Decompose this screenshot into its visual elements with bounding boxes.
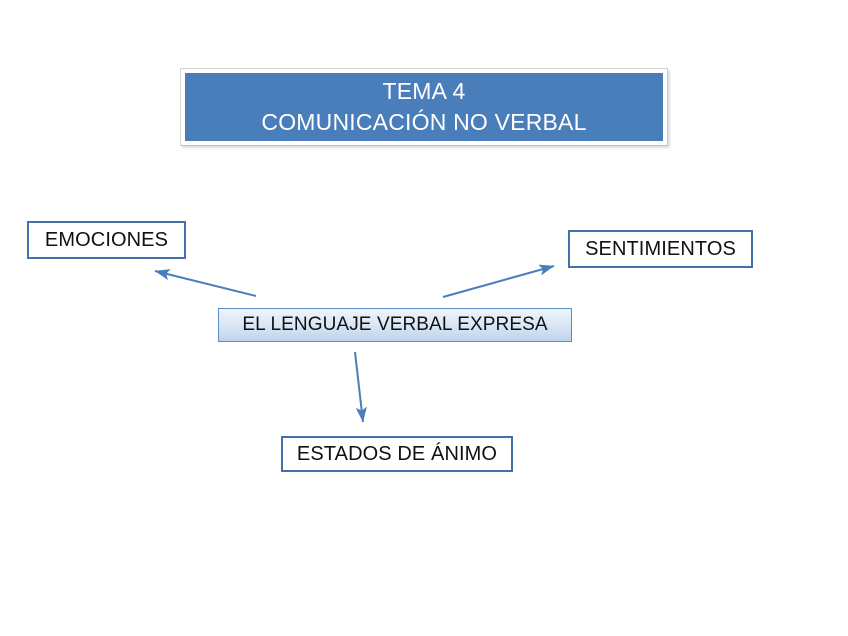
node-central[interactable]: EL LENGUAJE VERBAL EXPRESA [218, 308, 572, 342]
title-line-2: COMUNICACIÓN NO VERBAL [261, 109, 587, 135]
arrow-central-to-sentimientos [442, 264, 555, 298]
title-banner: TEMA 4 COMUNICACIÓN NO VERBAL [180, 68, 668, 146]
node-estados-de-animo[interactable]: ESTADOS DE ÁNIMO [281, 436, 513, 472]
title-line-1: TEMA 4 [382, 78, 466, 104]
node-sentimientos[interactable]: SENTIMIENTOS [568, 230, 753, 268]
title-banner-fill: TEMA 4 COMUNICACIÓN NO VERBAL [185, 73, 663, 141]
node-emociones[interactable]: EMOCIONES [27, 221, 186, 259]
arrow-central-to-estados [354, 351, 367, 423]
arrow-central-to-emociones [154, 269, 257, 297]
